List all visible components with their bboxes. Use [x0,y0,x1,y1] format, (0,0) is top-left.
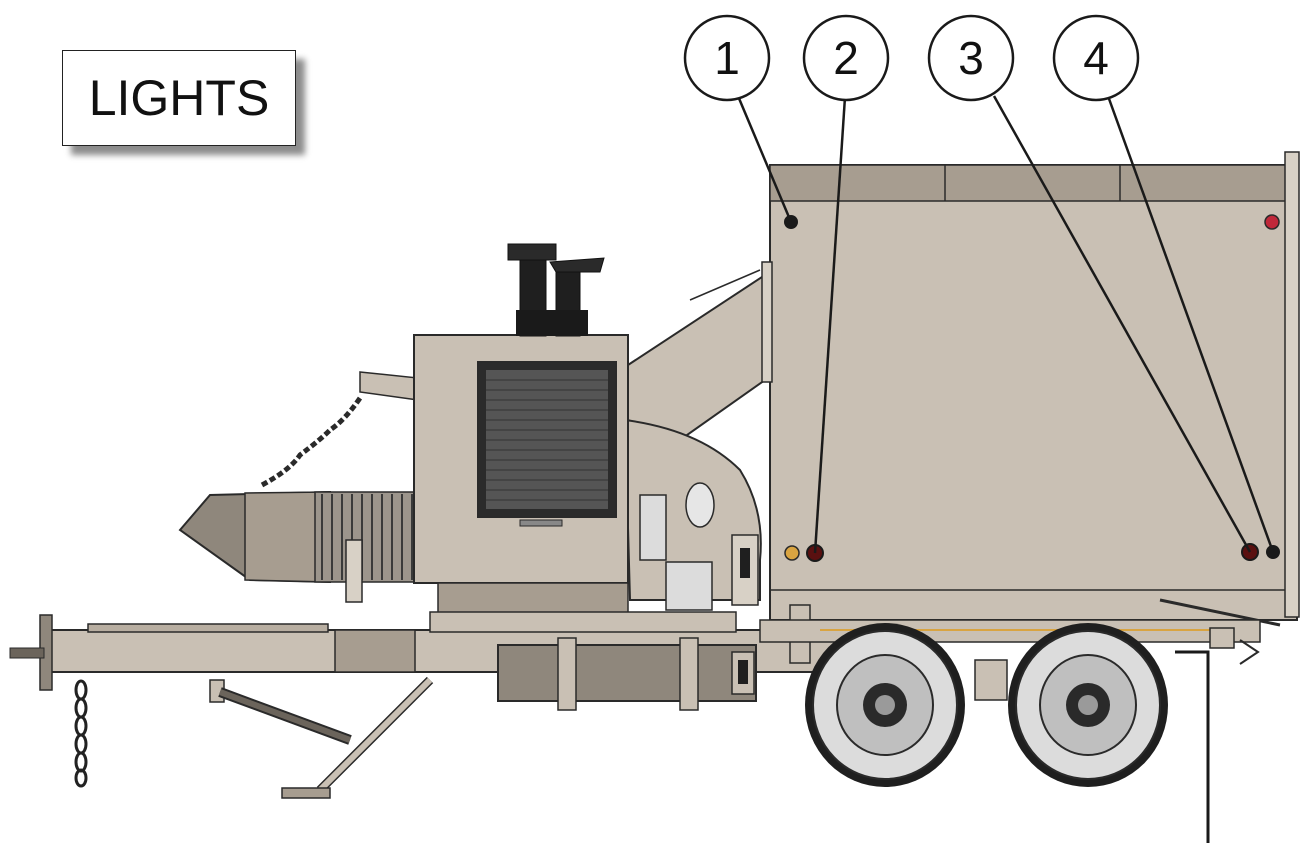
intake-hose [178,490,421,603]
engine-enclosure [413,334,737,633]
fuel-tank [497,637,757,711]
axle-bracket [974,659,1008,701]
hydraulic-components [639,482,759,611]
callout-1-leader [736,95,793,223]
callout-2: 2 [802,14,890,102]
callout-4: 4 [1052,14,1140,102]
marker-light-rear-upper [1264,214,1280,230]
callout-1-label: 1 [714,32,740,84]
wheel-front [805,623,965,787]
diagram-title: LIGHTS [88,70,270,126]
callout-4-label: 4 [1083,32,1109,84]
callout-4-leader [1106,95,1275,553]
safety-chain [74,679,88,788]
wheel-rear [1008,623,1168,787]
callout-3: 3 [927,14,1015,102]
container-body [761,151,1300,664]
boom-chain [260,396,363,488]
callout-2-leader [813,96,847,554]
callout-1: 1 [683,14,771,102]
jack-stand [209,676,434,799]
wiring-lead [1175,650,1210,843]
callout-leaders [736,95,1275,554]
side-light-amber [784,545,800,561]
title-box: LIGHTS [62,50,296,146]
callout-3-label: 3 [958,32,984,84]
exhaust-stacks [507,243,605,337]
callout-3-leader [992,95,1252,553]
callout-2-label: 2 [833,32,859,84]
